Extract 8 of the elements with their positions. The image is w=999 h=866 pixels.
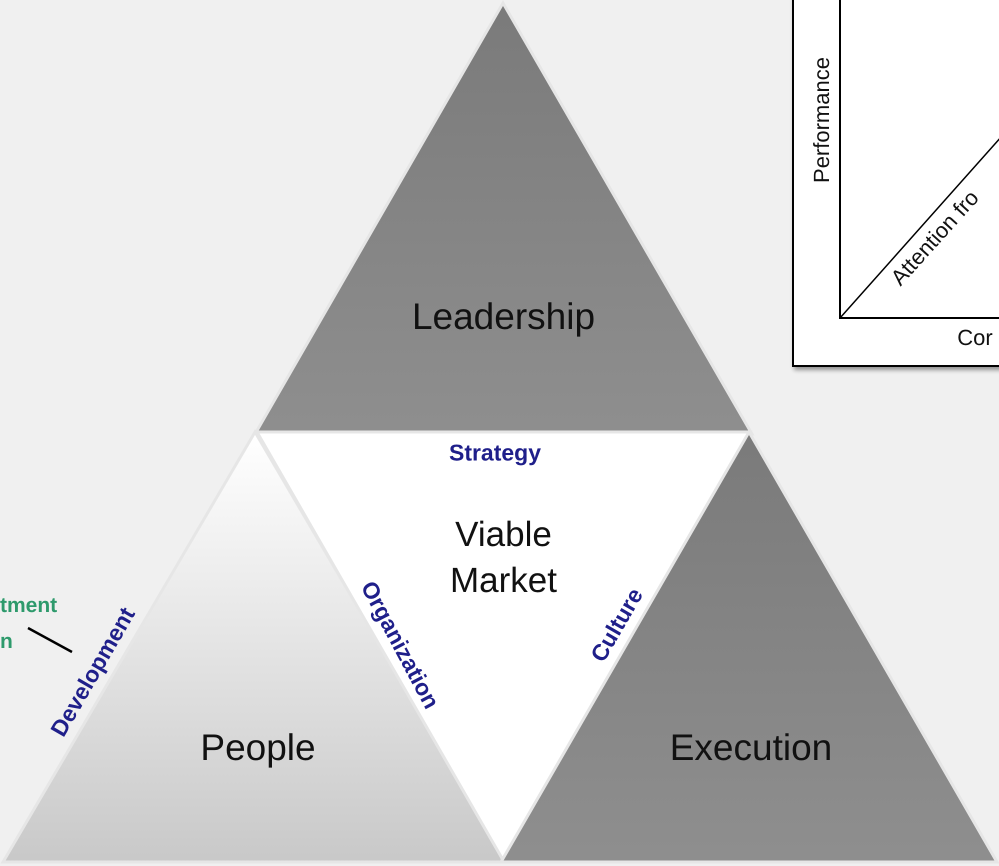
axis-title: Cor [957, 325, 993, 351]
triangle-label: Viable Market [449, 514, 558, 602]
triangle-label: Leadership [410, 295, 596, 339]
side-label: Strategy [448, 440, 542, 466]
triangle-label: Execution [668, 726, 834, 770]
axis-title: Performance [809, 57, 835, 183]
triangle-label: People [199, 726, 317, 770]
leader-line [27, 626, 73, 654]
